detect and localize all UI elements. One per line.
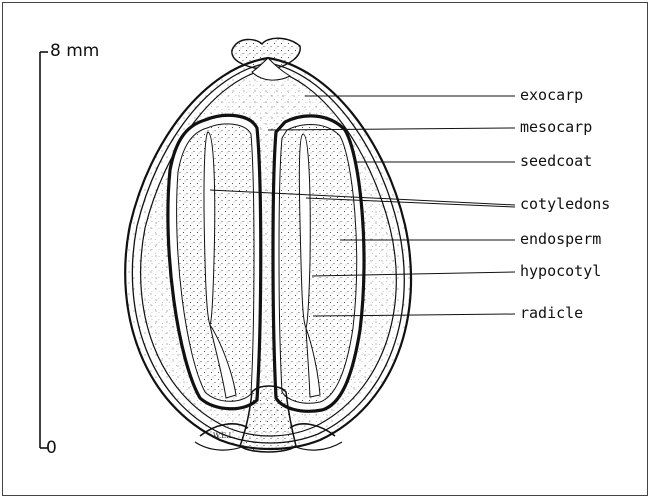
artist-initials: W.E.L. (213, 432, 235, 440)
scale-top-label: 8 mm (50, 43, 99, 60)
scale-bar (40, 52, 48, 448)
label-radicle: radicle (520, 306, 583, 321)
label-endosperm: endosperm (520, 232, 601, 247)
label-hypocotyl: hypocotyl (520, 264, 601, 279)
label-cotyledons: cotyledons (520, 197, 610, 212)
right-seed (273, 116, 364, 411)
label-mesocarp: mesocarp (520, 120, 592, 135)
label-exocarp: exocarp (520, 88, 583, 103)
label-seedcoat: seedcoat (520, 154, 592, 169)
scale-bottom-label: 0 (46, 440, 57, 457)
